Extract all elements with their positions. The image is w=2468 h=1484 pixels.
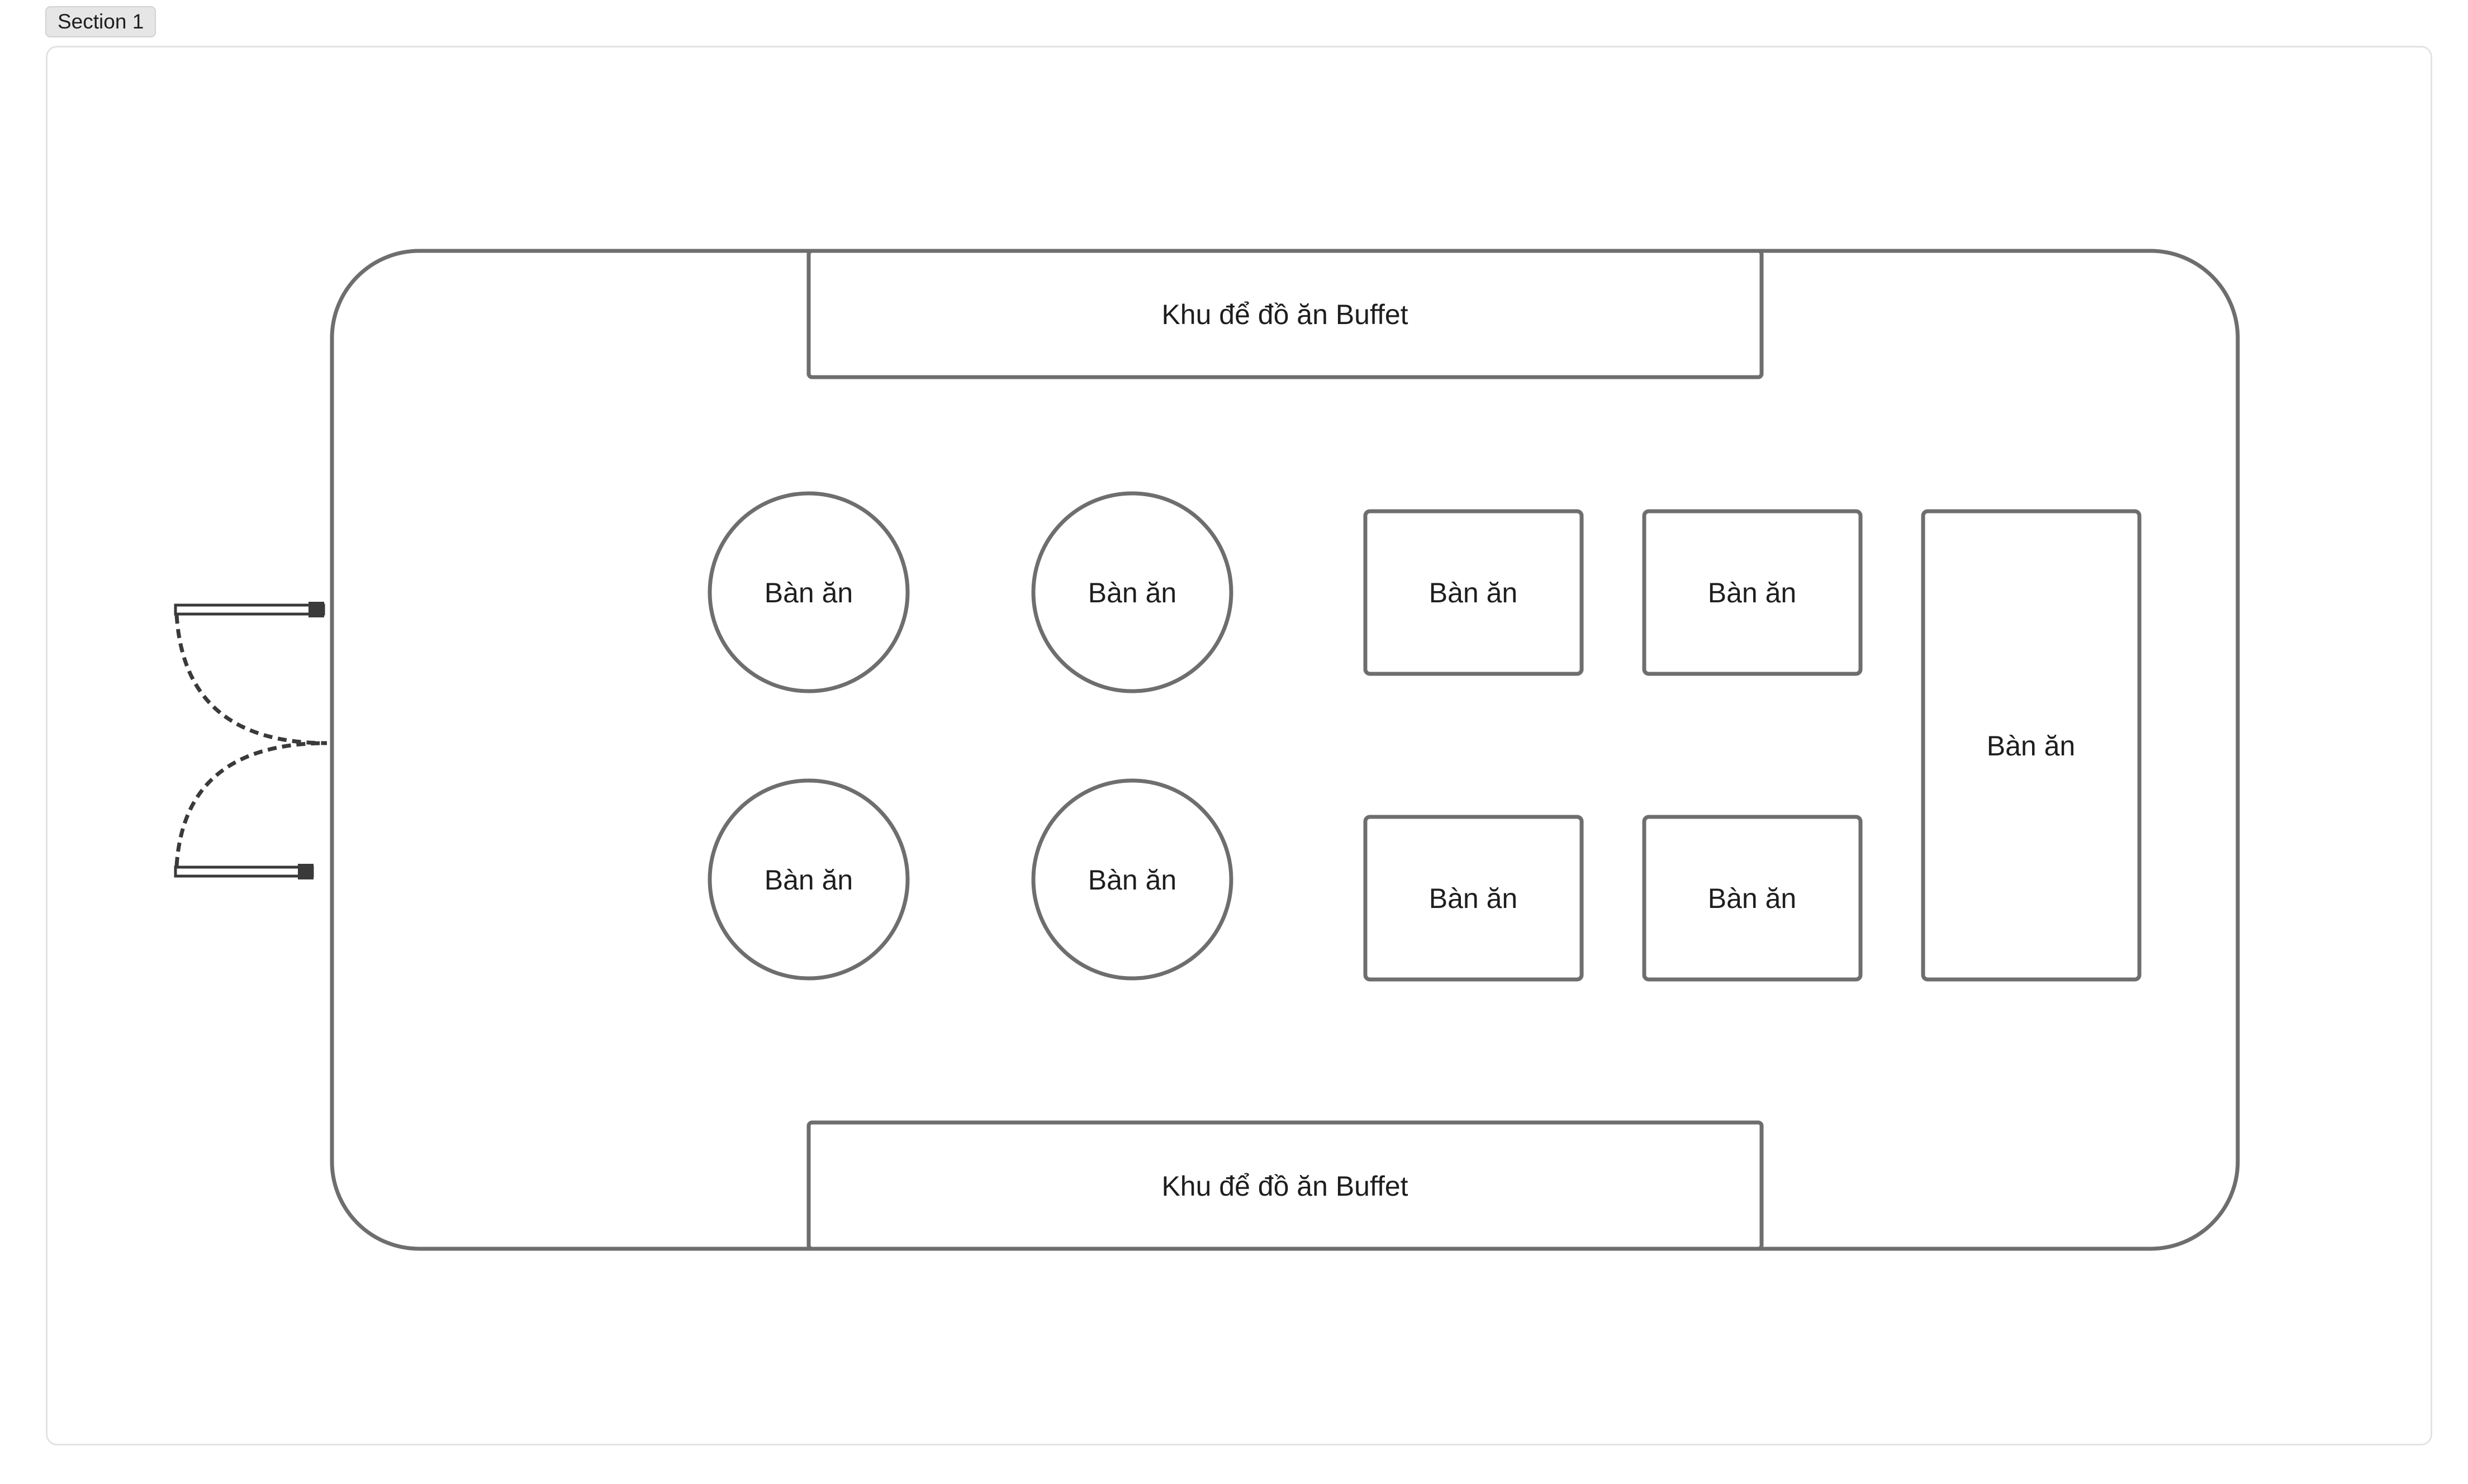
buffet-area-top[interactable]: Khu để đồ ăn Buffet [806,249,1764,379]
door-leaf-lower[interactable] [174,865,314,878]
section-label[interactable]: Section 1 [45,6,156,37]
round-table-3-shape[interactable] [708,778,910,981]
long-table-shape[interactable] [1921,509,2142,982]
door-hinge-lower [298,864,314,879]
round-table-1[interactable]: Bàn ăn [708,491,910,693]
round-table-4-label: Bàn ăn [1088,864,1176,896]
square-table-2-label: Bàn ăn [1708,577,1796,608]
round-table-3-label: Bàn ăn [765,864,853,896]
square-table-1[interactable]: Bàn ăn [1363,509,1584,676]
round-table-4[interactable]: Bàn ăn [1031,778,1233,981]
round-table-2-label: Bàn ăn [1088,577,1176,608]
long-table-label: Bàn ăn [1987,730,2075,762]
round-table-2-shape[interactable] [1031,491,1233,693]
door-swing-upper [174,614,328,745]
buffet-area-top-shape[interactable] [806,249,1764,379]
square-table-1-shape[interactable] [1363,509,1584,676]
round-table-2[interactable]: Bàn ăn [1031,491,1233,693]
door-leaf-upper[interactable] [174,603,325,616]
buffet-area-bottom-shape[interactable] [806,1120,1764,1251]
square-table-4-shape[interactable] [1642,815,1863,982]
round-table-1-shape[interactable] [708,491,910,693]
square-table-4[interactable]: Bàn ăn [1642,815,1863,982]
buffet-area-top-label: Khu để đồ ăn Buffet [1161,299,1408,330]
square-table-2-shape[interactable] [1642,509,1863,676]
buffet-area-bottom[interactable]: Khu để đồ ăn Buffet [806,1120,1764,1251]
square-table-3-label: Bàn ăn [1429,883,1517,914]
round-table-1-label: Bàn ăn [765,577,853,608]
double-door[interactable] [174,602,328,879]
round-table-3[interactable]: Bàn ăn [708,778,910,981]
round-table-4-shape[interactable] [1031,778,1233,981]
square-table-3-shape[interactable] [1363,815,1584,982]
door-hinge-upper [308,602,324,617]
buffet-area-bottom-label: Khu để đồ ăn Buffet [1161,1171,1408,1202]
square-table-1-label: Bàn ăn [1429,577,1517,608]
square-table-4-label: Bàn ăn [1708,883,1796,914]
square-table-3[interactable]: Bàn ăn [1363,815,1584,982]
door-swing-lower [174,741,328,867]
square-table-2[interactable]: Bàn ăn [1642,509,1863,676]
long-table[interactable]: Bàn ăn [1921,509,2142,982]
